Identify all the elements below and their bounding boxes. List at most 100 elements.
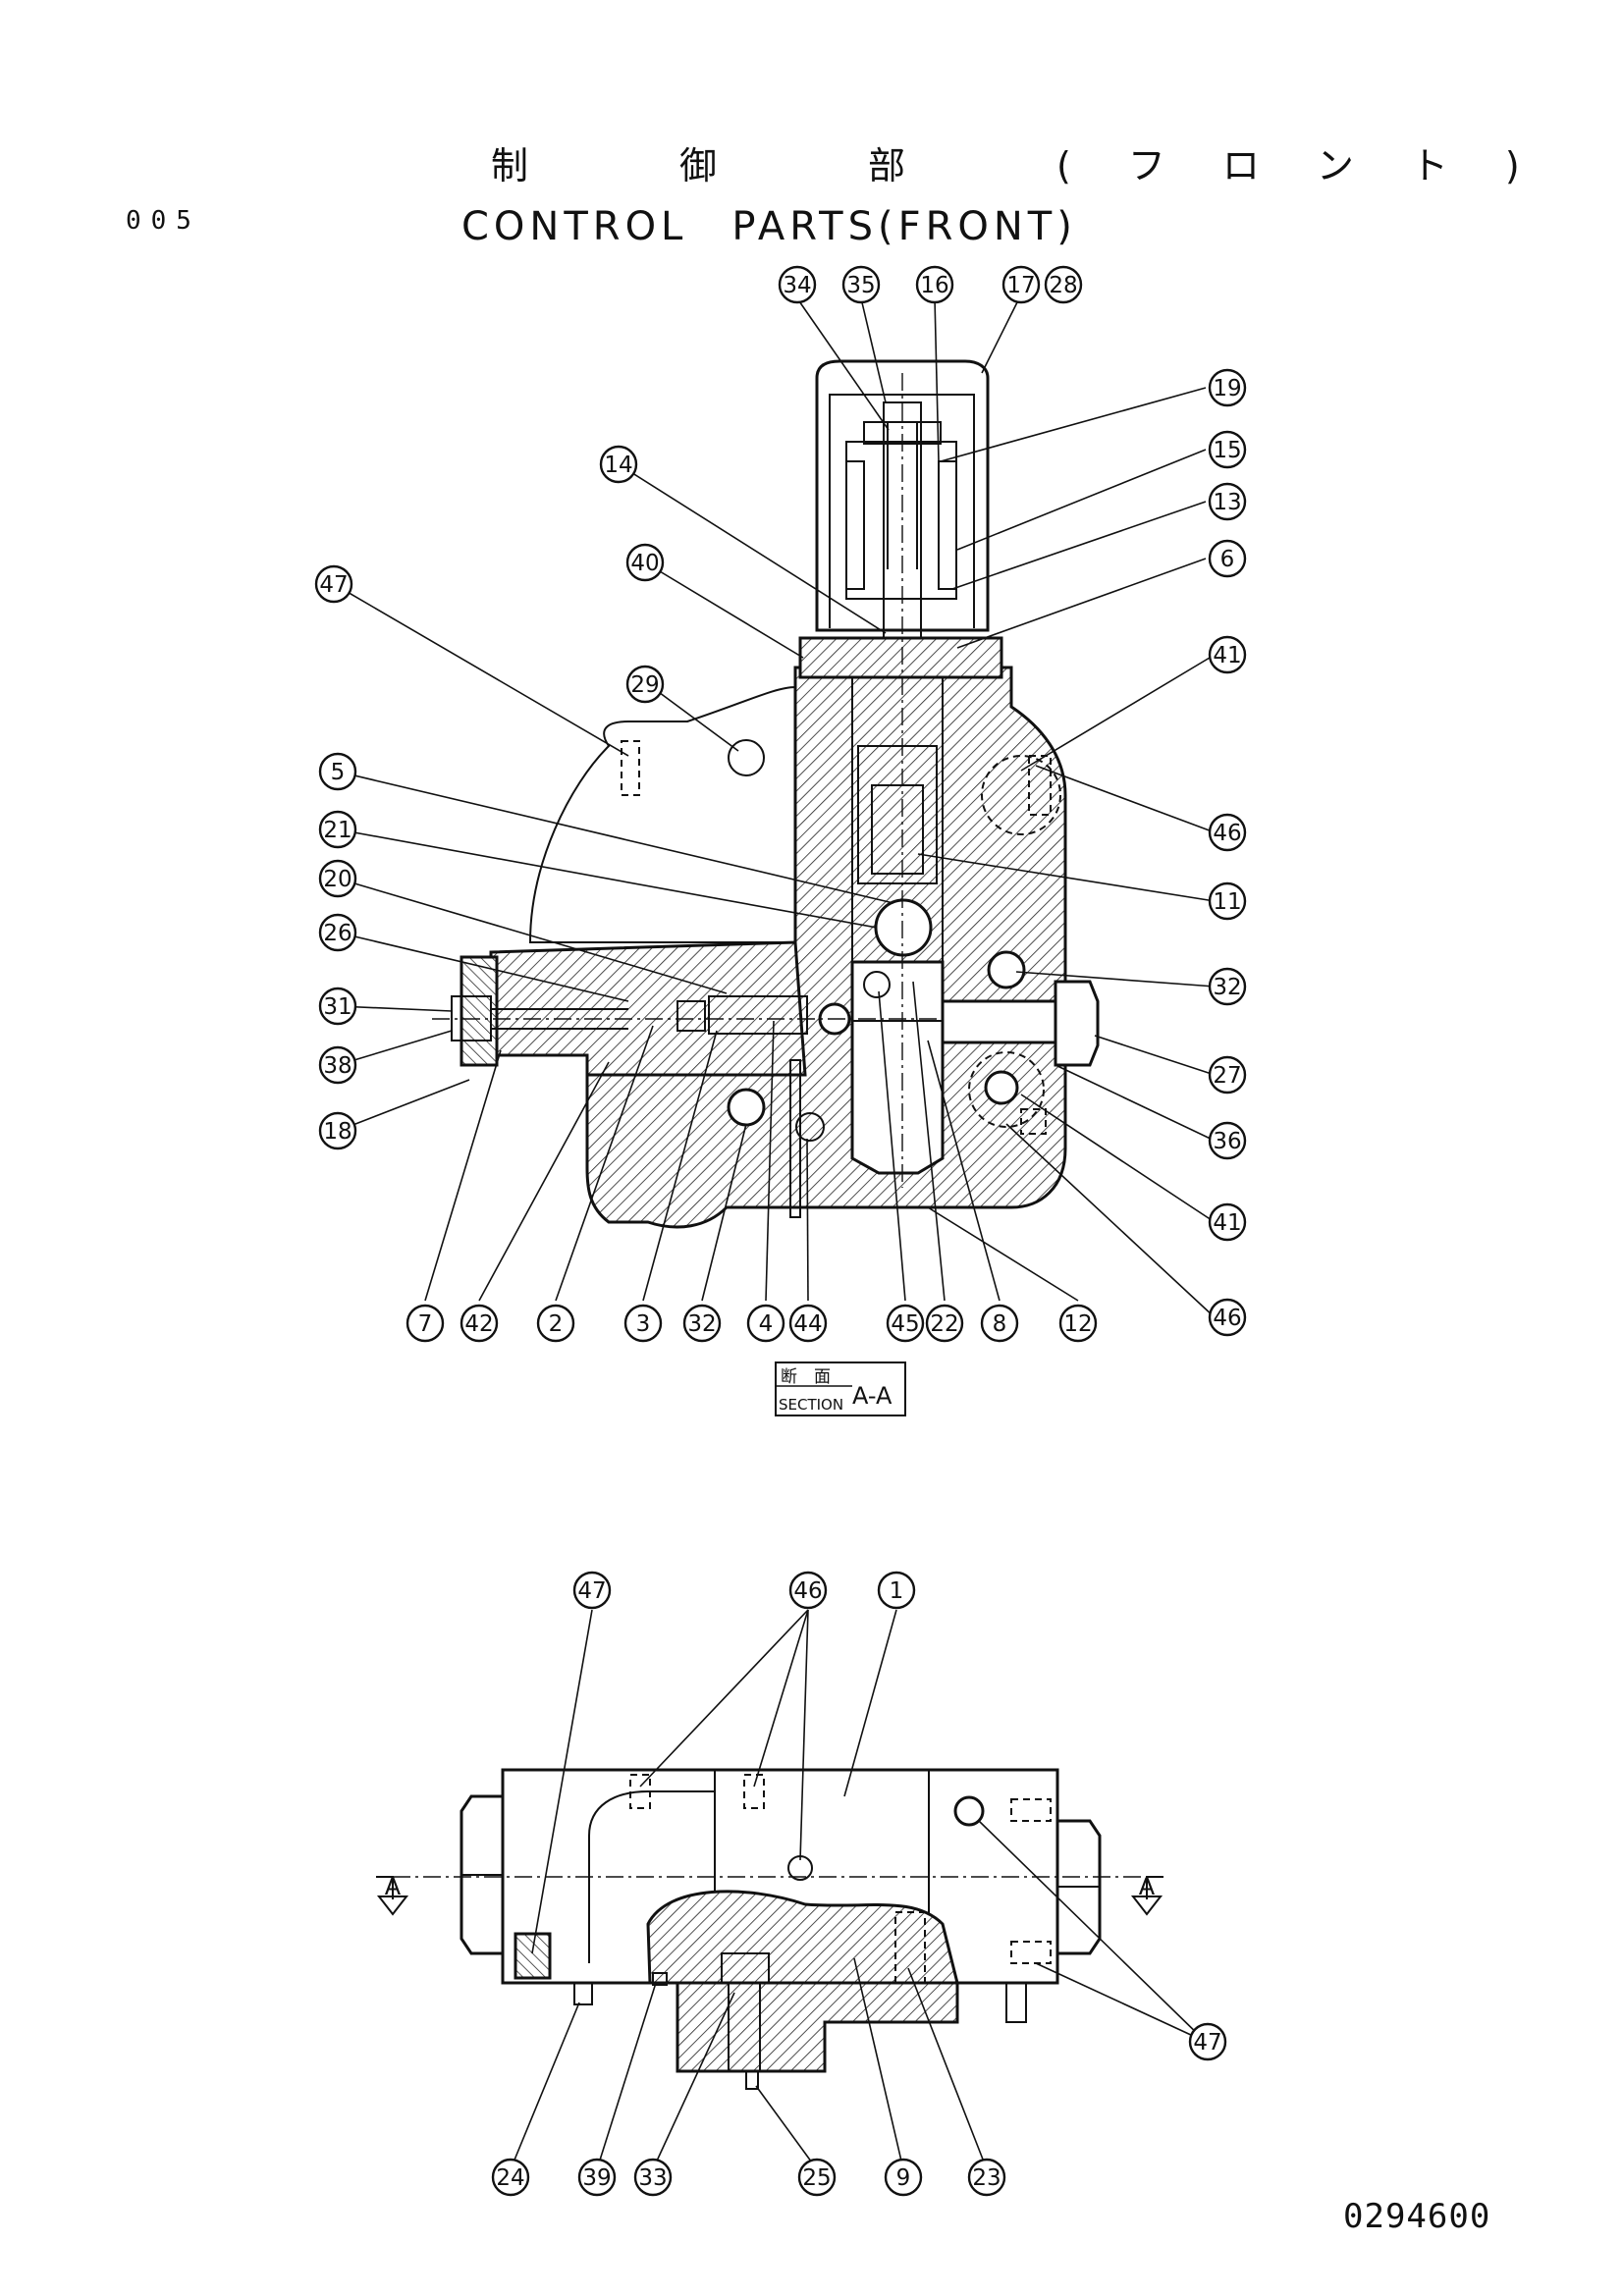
callout-number: 7 [418,1311,433,1337]
callout-top-2: 2 [536,1304,575,1343]
title-english: CONTROL PARTS(FRONT) [461,204,1077,249]
section-label-box: 断 面 SECTION A-A [775,1362,906,1416]
callout-top-28: 28 [1044,265,1083,304]
callout-circle [1208,635,1247,674]
callout-number: 47 [577,1578,606,1604]
callout-circle [1208,1202,1247,1242]
callout-circle [318,1045,357,1085]
callout-circle [1044,265,1083,304]
callout-bottom-25: 25 [797,2158,837,2197]
callout-circle [318,752,357,791]
callout-top-14: 14 [599,445,638,484]
callout-top-19: 19 [1208,368,1247,407]
callout-top-21: 21 [318,810,357,849]
callout-top-22: 22 [925,1304,964,1343]
callout-number: 47 [1193,2030,1221,2056]
callout-number: 5 [331,760,346,785]
callout-top-34: 34 [778,265,817,304]
callout-number: 8 [993,1311,1007,1337]
callout-top-15: 15 [1208,430,1247,469]
page-code: 005 [126,206,201,236]
callout-number: 41 [1213,643,1241,668]
callout-number: 46 [1213,1306,1241,1331]
callout-number: 9 [896,2165,911,2191]
callout-number: 12 [1063,1311,1092,1337]
callout-top-41: 41 [1208,635,1247,674]
callout-circle [491,2158,530,2197]
callout-circle [1208,813,1247,852]
callout-bottom-47: 47 [572,1571,612,1610]
callout-number: 36 [1213,1129,1241,1154]
callout-number: 24 [496,2165,524,2191]
callout-top-4: 4 [746,1304,785,1343]
callout-circle [1208,1121,1247,1160]
callout-circle [625,665,665,704]
callout-circle [1208,482,1247,521]
callout-circle [1208,1298,1247,1337]
callout-number: 27 [1213,1063,1241,1089]
callout-circle [318,913,357,952]
callout-top-40: 40 [625,543,665,582]
callout-circle [980,1304,1019,1343]
callout-circle [797,2158,837,2197]
callout-top-8: 8 [980,1304,1019,1343]
callout-circle [682,1304,722,1343]
callout-top-36: 36 [1208,1121,1247,1160]
callout-circle [884,2158,923,2197]
callout-number: 32 [1213,975,1241,1000]
callout-top-46: 46 [1208,1298,1247,1337]
section-label-id: A-A [852,1382,893,1410]
callout-top-46: 46 [1208,813,1247,852]
callout-top-16: 16 [915,265,954,304]
callout-number: 40 [630,551,659,576]
callout-number: 11 [1213,889,1241,915]
callout-circle [536,1304,575,1343]
callout-circle [915,265,954,304]
callout-top-45: 45 [886,1304,925,1343]
callout-top-11: 11 [1208,881,1247,921]
callout-number: 2 [549,1311,564,1337]
callout-circle [925,1304,964,1343]
callout-circle [967,2158,1006,2197]
callout-number: 18 [323,1119,352,1145]
callout-number: 1 [890,1578,904,1604]
callout-circle [623,1304,663,1343]
callout-circle [318,859,357,898]
callout-top-29: 29 [625,665,665,704]
callout-number: 6 [1220,547,1235,572]
callout-top-6: 6 [1208,539,1247,578]
callout-number: 3 [636,1311,651,1337]
callout-top-26: 26 [318,913,357,952]
callout-number: 47 [319,572,348,598]
callout-circle [746,1304,785,1343]
callout-top-20: 20 [318,859,357,898]
callout-number: 41 [1213,1210,1241,1236]
callout-number: 45 [891,1311,919,1337]
section-label-jp: 断 面 [781,1367,831,1387]
callout-circle [1208,430,1247,469]
callout-number: 17 [1006,273,1035,298]
callout-circle [778,265,817,304]
callout-number: 35 [846,273,875,298]
callout-circle [625,543,665,582]
callout-top-35: 35 [841,265,881,304]
section-label-en: SECTION [779,1396,843,1414]
callout-number: 39 [582,2165,611,2191]
callout-bottom-47: 47 [1188,2022,1227,2061]
callout-number: 19 [1213,376,1241,401]
callout-number: 46 [1213,821,1241,846]
callout-circle [1208,881,1247,921]
section-view-aa [432,359,1100,1229]
section-marker-right: A [1139,1873,1156,1900]
callout-number: 13 [1213,490,1241,515]
callout-circle [577,2158,617,2197]
callout-circle [788,1571,828,1610]
callout-circle [633,2158,673,2197]
callout-circle [1208,967,1247,1006]
callout-top-47: 47 [314,564,353,604]
callout-circle [1208,368,1247,407]
callout-number: 44 [793,1311,822,1337]
callout-number: 22 [930,1311,958,1337]
